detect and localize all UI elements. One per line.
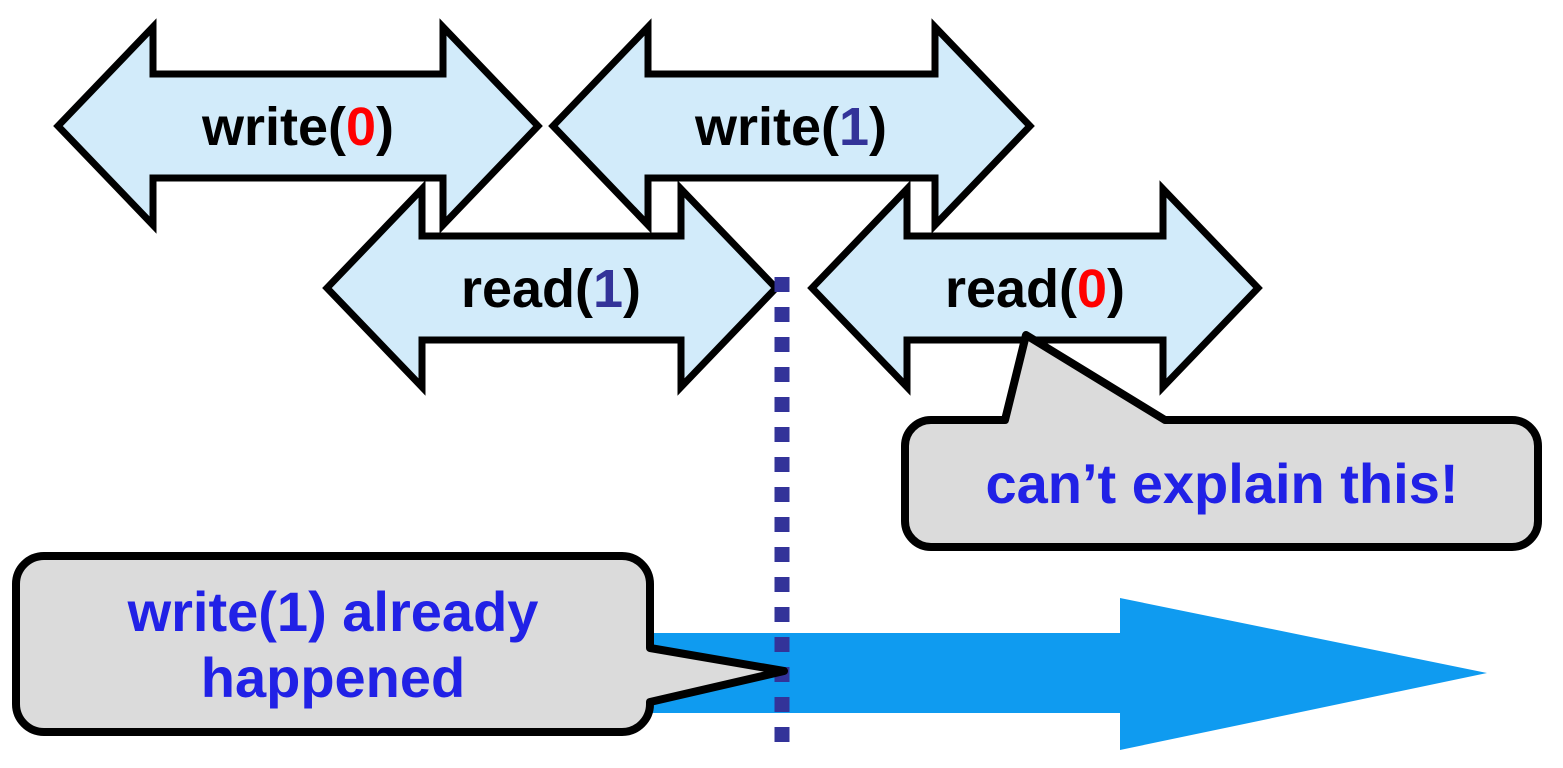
write0-label-prefix: write(: [201, 97, 346, 157]
read0-label-value: 0: [1077, 259, 1107, 319]
read1-label: read(1): [461, 259, 641, 319]
write0-label: write(0): [201, 97, 394, 157]
write1-label-suffix: ): [869, 97, 887, 157]
write1-interval-arrow-icon: [548, 18, 1035, 234]
cant-explain-callout-bubble: [901, 331, 1542, 551]
read1-label-prefix: read(: [461, 259, 593, 319]
read0-label-suffix: ): [1107, 259, 1125, 319]
write0-interval-arrow-icon: [53, 18, 543, 234]
write1-label-prefix: write(: [694, 97, 839, 157]
read1-label-suffix: ): [623, 259, 641, 319]
write1-already-callout-line2: happened: [201, 646, 465, 709]
write1-label: write(1): [694, 97, 887, 157]
write0-label-suffix: ): [376, 97, 394, 157]
write0-label-value: 0: [346, 97, 376, 157]
write1-already-callout-line1: write(1) already: [127, 580, 539, 643]
read1-label-value: 1: [593, 259, 623, 319]
read0-label-prefix: read(: [945, 259, 1077, 319]
read0-interval-arrow-icon: [807, 180, 1263, 396]
write1-already-callout-bubble: [12, 552, 788, 736]
timeline-arrow-icon: [630, 598, 1487, 750]
cant-explain-callout-text: can’t explain this!: [986, 452, 1459, 515]
read0-label: read(0): [945, 259, 1125, 319]
write1-label-value: 1: [839, 97, 869, 157]
